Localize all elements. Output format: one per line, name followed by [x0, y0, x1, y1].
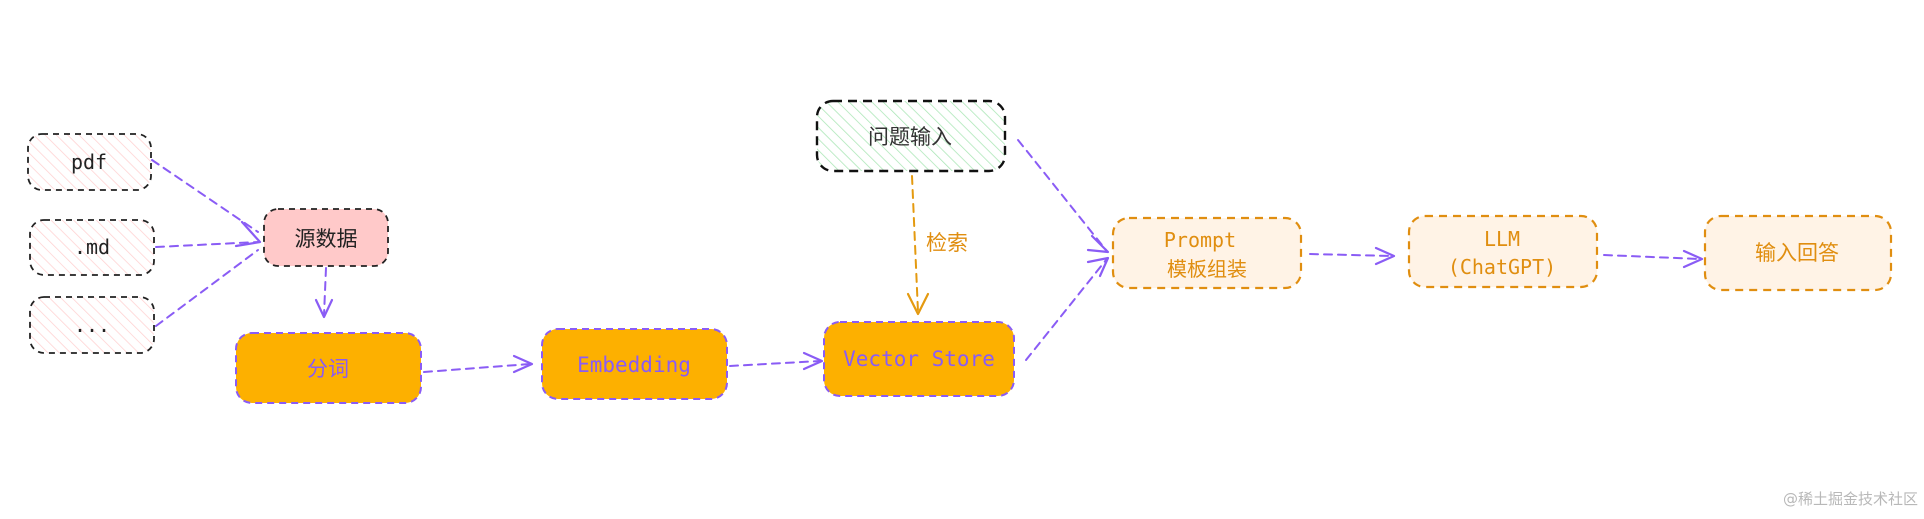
node-source-data: 源数据	[263, 208, 389, 267]
node-question-input: 问题输入	[815, 99, 1007, 173]
edge-md-to-source	[155, 241, 259, 248]
arrowhead-embedding	[512, 354, 534, 374]
arrowhead-tokenize	[314, 298, 334, 319]
node-source-data-label: 源数据	[295, 227, 358, 251]
arrowhead-vector	[802, 351, 824, 371]
edge-question-to-vector	[911, 175, 919, 313]
edge-question-to-prompt	[1017, 139, 1107, 251]
node-etc: ...	[29, 296, 155, 354]
arrowhead-retrieve	[906, 292, 930, 316]
node-answer-label: 输入回答	[1755, 241, 1839, 265]
node-tokenize: 分词	[235, 332, 422, 404]
node-llm-line1: LLM	[1484, 227, 1520, 251]
node-answer: 输入回答	[1703, 214, 1893, 292]
node-pdf-label: pdf	[71, 150, 107, 174]
node-llm-line2: (ChatGPT)	[1448, 255, 1556, 279]
arrowhead-prompt-upper	[1086, 234, 1110, 254]
node-embedding-label: Embedding	[577, 353, 691, 377]
edge-embedding-to-vector	[729, 360, 821, 367]
watermark: @稀土掘金技术社区	[1782, 490, 1918, 508]
retrieve-label: 检索	[926, 231, 968, 255]
node-prompt-line2: 模板组装	[1167, 257, 1247, 281]
edge-llm-to-answer	[1603, 254, 1701, 260]
edge-vector-to-prompt	[1025, 259, 1107, 361]
node-etc-label: ...	[74, 313, 110, 337]
edge-tokenize-to-embedding	[423, 363, 531, 373]
node-md: .md	[29, 219, 155, 276]
node-embedding: Embedding	[541, 328, 728, 400]
edge-etc-to-source	[155, 249, 259, 327]
node-vector-store-label: Vector Store	[843, 347, 995, 371]
node-question-input-label: 问题输入	[868, 125, 952, 149]
edge-prompt-to-llm	[1309, 253, 1393, 257]
node-prompt: Prompt 模板组装	[1111, 216, 1303, 290]
edge-source-to-tokenize	[323, 267, 327, 316]
node-tokenize-label: 分词	[307, 357, 349, 381]
node-llm: LLM (ChatGPT)	[1407, 214, 1599, 289]
node-pdf: pdf	[27, 133, 152, 191]
edge-pdf-to-source	[151, 159, 259, 233]
arrowhead-source	[234, 220, 262, 248]
arrowhead-answer	[1682, 249, 1704, 269]
arrowhead-prompt-lower	[1086, 256, 1110, 278]
arrowhead-llm	[1374, 246, 1396, 266]
node-md-label: .md	[74, 235, 110, 259]
node-vector-store: Vector Store	[823, 321, 1015, 397]
node-prompt-line1: Prompt	[1164, 228, 1236, 252]
